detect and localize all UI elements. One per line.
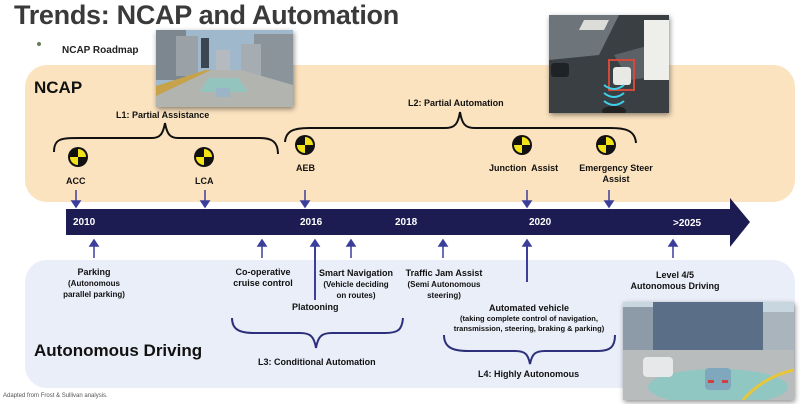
- l4-group-label: L4: Highly Autonomous: [478, 369, 580, 379]
- ad-feature-level-4-5: Level 4/5 Autonomous Driving: [630, 270, 720, 291]
- crash-test-icon: [68, 147, 88, 167]
- ad-feature-smart-navigation: Smart Navigation (Vehicle deciding on ro…: [318, 268, 394, 300]
- crash-test-icon: [295, 135, 315, 155]
- page-title: Trends: NCAP and Automation: [14, 0, 399, 30]
- ncap-section-label: NCAP: [34, 78, 83, 97]
- arrow-up-icon: [521, 238, 533, 247]
- intersection-detection-photo: [549, 15, 669, 113]
- ncap-feature-acc: ACC: [66, 176, 86, 186]
- source-footnote: Adapted from Frost & Sullivan analysis.: [3, 393, 108, 399]
- year-label: 2020: [529, 217, 552, 228]
- ncap-feature-aeb: AEB: [296, 163, 316, 173]
- autonomous-city-photo: [623, 302, 794, 400]
- ad-feature-automated-vehicle: Automated vehicle (taking complete contr…: [453, 303, 605, 333]
- arrow-down-icon: [299, 200, 311, 209]
- crash-test-icon: [194, 147, 214, 167]
- arrow-up-icon: [309, 238, 321, 247]
- autonomous-driving-section-label: Autonomous Driving: [34, 341, 203, 360]
- arrow-up-icon: [667, 238, 679, 247]
- arrow-down-icon: [521, 200, 533, 209]
- arrow-down-icon: [70, 200, 82, 209]
- ad-feature-cooperative-cruise: Co-operative cruise control: [233, 267, 293, 288]
- year-label: 2016: [300, 217, 323, 228]
- arrow-up-icon: [437, 238, 449, 247]
- year-label: 2018: [395, 217, 418, 228]
- l4-brace: [443, 334, 616, 365]
- ad-feature-traffic-jam-assist: Traffic Jam Assist (Semi Autonomous stee…: [405, 268, 483, 300]
- l1-brace: [53, 122, 279, 155]
- ad-feature-parking: Parking (Autonomous parallel parking): [63, 267, 125, 299]
- l3-group-label: L3: Conditional Automation: [258, 357, 376, 367]
- crash-test-icon: [512, 135, 532, 155]
- year-label: 2010: [73, 217, 96, 228]
- arrow-up-icon: [88, 238, 100, 247]
- l2-group-label: L2: Partial Automation: [408, 98, 504, 108]
- year-label: >2025: [673, 218, 702, 229]
- ncap-feature-lca: LCA: [195, 176, 214, 186]
- arrow-up-icon: [256, 238, 268, 247]
- subtitle: NCAP Roadmap: [62, 45, 139, 56]
- arrow-down-icon: [199, 200, 211, 209]
- ncap-feature-emergency-steer-assist: Emergency Steer Assist: [579, 163, 653, 184]
- timeline-bar: [66, 198, 750, 247]
- ad-feature-platooning: Platooning: [292, 302, 339, 312]
- crash-test-icon: [596, 135, 616, 155]
- arrow-up-icon: [345, 238, 357, 247]
- l2-brace: [284, 111, 637, 144]
- arrow-down-icon: [603, 200, 615, 209]
- ncap-feature-junction-assist: Junction Assist: [489, 163, 559, 173]
- l1-group-label: L1: Partial Assistance: [116, 110, 210, 120]
- highway-adas-photo: [156, 30, 293, 107]
- l3-brace: [231, 317, 404, 349]
